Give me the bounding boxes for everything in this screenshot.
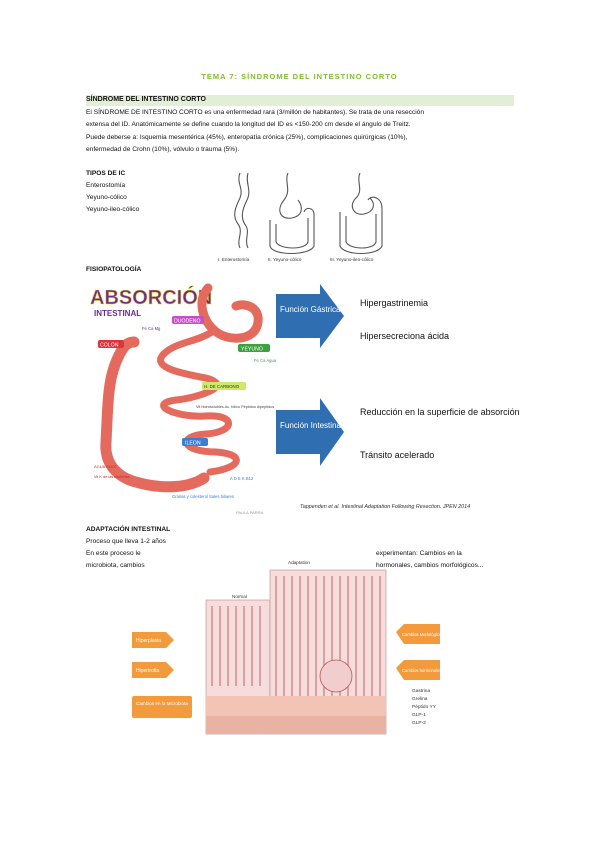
label-ileon-vits: A D E K B12 (230, 476, 254, 481)
adaptation-figure: Normal Adaptation Hiperplasia Hipertrofi… (132, 560, 443, 735)
figure-label: II. Yeyuno-cólico (268, 257, 302, 262)
right-tag: Cambios hormonales (402, 668, 442, 673)
paragraph-line: El SÍNDROME DE INTESTINO CORTO es una en… (86, 109, 425, 116)
function-item: Tránsito acelerado (360, 450, 435, 460)
label-yeyuno: YEYUNO (241, 347, 263, 353)
label-hcarbono: H. DE CARBONO (204, 384, 240, 389)
normal-label: Normal (232, 594, 247, 599)
adaptacion-line: Proceso que lleva 1-2 años (86, 538, 166, 545)
hormone-item: GLP-2 (412, 720, 426, 726)
adaptacion-line: experimentan: Cambios en la (376, 550, 462, 557)
diagram-title: ABSORCIÓN (90, 285, 212, 309)
figure-label: III. Yeyuno-ileo-cólico (330, 257, 374, 262)
hormone-item: Péptido YY (412, 704, 437, 710)
label-yeyuno-nutrients: Fe Ca Agua (254, 358, 277, 363)
function-item: Reducción en la superficie de absorción (360, 407, 520, 417)
left-tag: Cambios en la Microbiota (136, 701, 188, 706)
label-duodeno: DUODENO (174, 319, 201, 325)
fisio-heading: FISIOPATOLOGÍA (86, 266, 142, 273)
type-item: Yeyuno-ileo-cólico (86, 206, 140, 213)
label-colon: COLON (100, 343, 119, 349)
paragraph-line: extensa del ID. Anatómicamente se define… (86, 121, 411, 129)
types-heading: TIPOS DE IC (86, 170, 126, 177)
function-box-label: Función Intestinal (280, 421, 343, 430)
right-tag: Cambios Morfológicos (402, 632, 443, 637)
page-title: TEMA 7: SÍNDROME DEL INTESTINO CORTO (201, 72, 398, 81)
hormone-item: GLP-1 (412, 712, 426, 718)
section-heading: SÍNDROME DEL INTESTINO CORTO (86, 96, 206, 103)
adaptacion-heading: ADAPTACIÓN INTESTINAL (86, 526, 171, 533)
adaptacion-line: hormonales, cambios morfológicos... (376, 562, 484, 569)
type-item: Enterostomía (86, 182, 126, 189)
paragraph-line: enfermedad de Crohn (10%), vólvulo o tra… (86, 146, 240, 154)
adaptation-label: Adaptation (288, 560, 310, 565)
label-colon-agua: AGUA ELEC. (94, 464, 118, 469)
intro-paragraph: El SÍNDROME DE INTESTINO CORTO es una en… (86, 107, 516, 157)
left-tag: Hipertrofia (136, 668, 159, 674)
function-box-label: Función Gástrica (280, 305, 341, 314)
label-watermark: PAULA PARRA (236, 510, 264, 515)
section-heading-band: SÍNDROME DEL INTESTINO CORTO (86, 95, 514, 106)
hormone-item: Gastrina (412, 688, 430, 694)
label-grasas: Grasas y colesterol Sales biliares (172, 494, 234, 499)
type-item: Yeyuno-cólico (86, 194, 127, 201)
diagram-subtitle: INTESTINAL (94, 309, 141, 318)
label-ileon: ILEON (185, 441, 201, 447)
label-colon-vitk: Vit K de las bacterias (94, 475, 130, 479)
function-arrows: Función Gástrica Función Intestinal (276, 284, 344, 466)
citation: Tappenden et al. Intestinal Adaptation F… (300, 504, 471, 510)
types-figure: I. Enterostomía II. Yeyuno-cólico III. Y… (218, 172, 383, 262)
left-tag: Hiperplasia (136, 638, 161, 644)
paragraph-line: Puede deberse a: Isquemia mesentérica (4… (86, 133, 408, 141)
function-item: Hipergastrinemia (360, 298, 429, 308)
adaptacion-line: En este proceso le (86, 550, 141, 557)
function-item: Hipersecreciona ácida (360, 331, 450, 341)
adaptacion-line: microbiota, cambios (86, 562, 145, 569)
label-proteinas: Vit hidrosolubles Ac. fólico Péptidos di… (196, 405, 274, 409)
absorcion-diagram: ABSORCIÓN INTESTINAL DUODENO COLON YEYUN… (90, 283, 277, 515)
figure-label: I. Enterostomía (218, 257, 250, 262)
hormone-item: Grelina (412, 696, 428, 702)
label-duodeno-nutrients: Fe Ca Mg (142, 326, 161, 331)
